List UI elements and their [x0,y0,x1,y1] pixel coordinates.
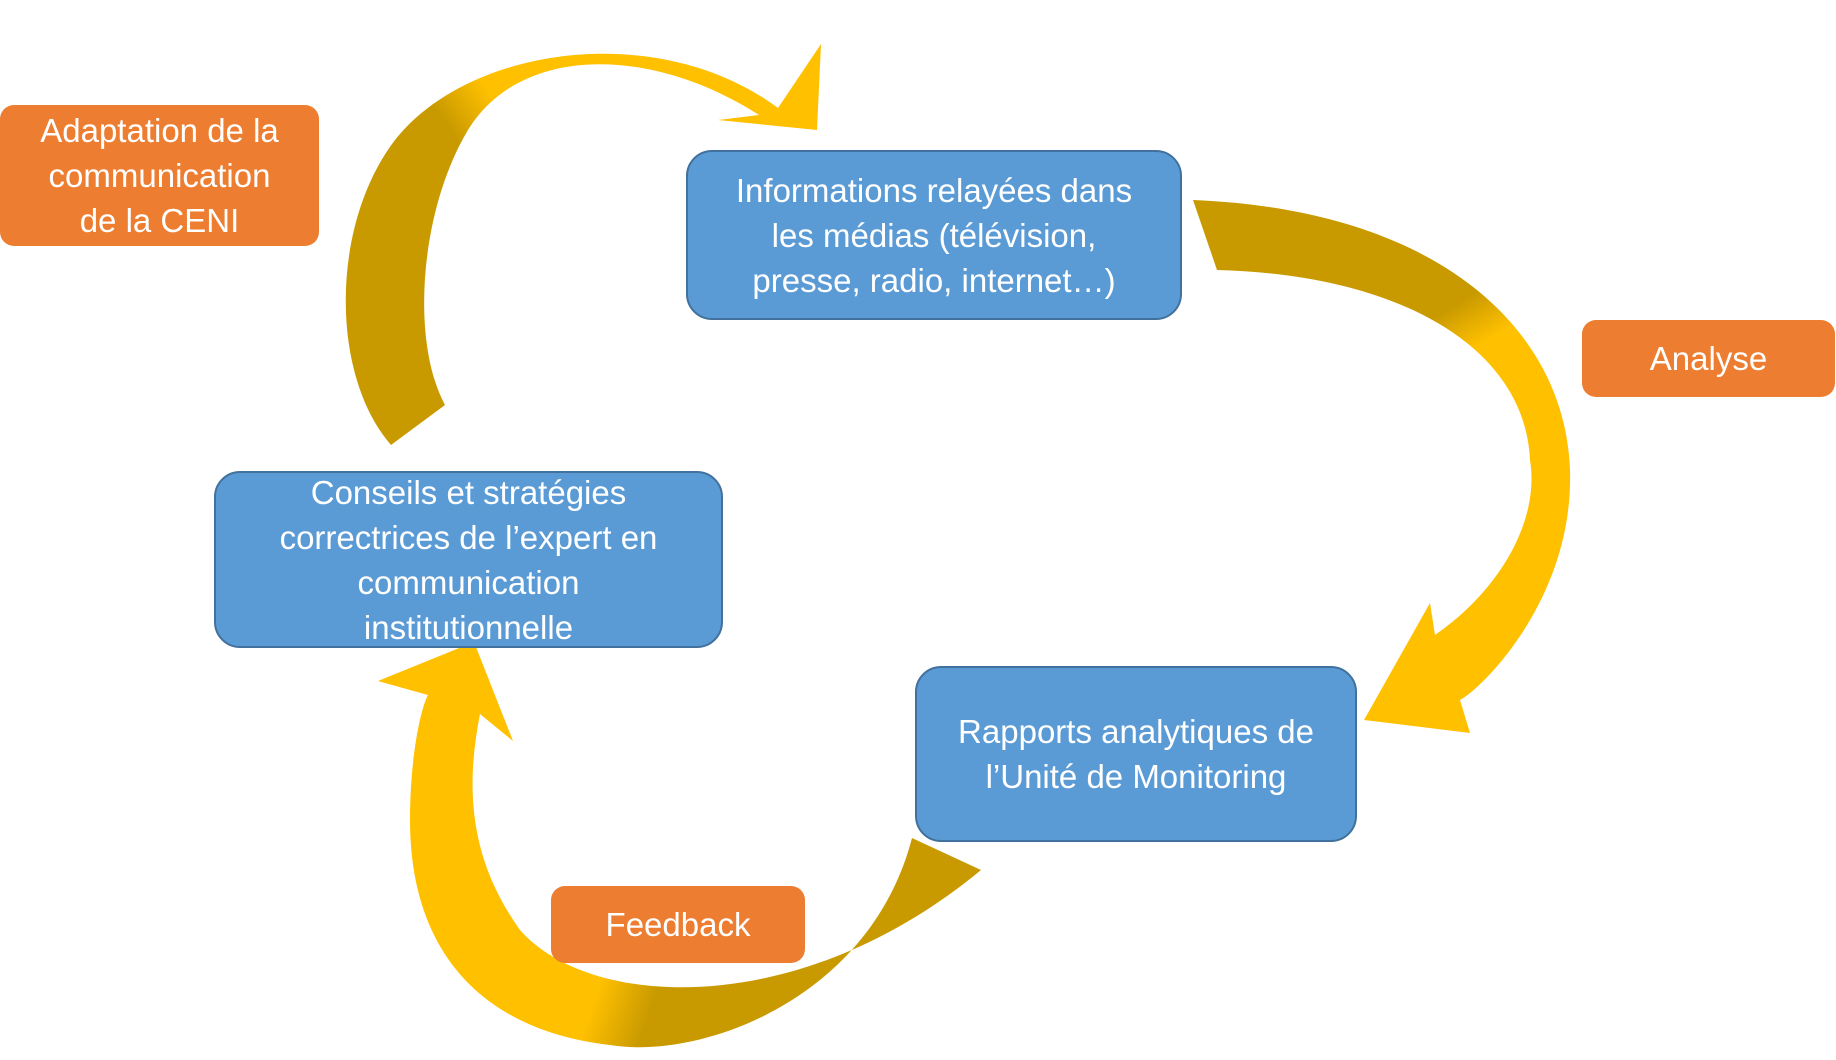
arrow-medias-to-rapports [1193,200,1571,733]
label-adaptation-communication: Adaptation de la communication de la CEN… [0,105,319,246]
node-informations-medias: Informations relayées dans les médias (t… [686,150,1182,320]
node-rapports-analytiques: Rapports analytiques de l’Unité de Monit… [915,666,1357,842]
node-conseils-strategies: Conseils et stratégies correctrices de l… [214,471,723,648]
arrow-rapports-to-conseils [378,642,981,1048]
label-feedback: Feedback [551,886,805,963]
arrow-conseils-to-medias [345,44,821,445]
label-analyse: Analyse [1582,320,1835,397]
